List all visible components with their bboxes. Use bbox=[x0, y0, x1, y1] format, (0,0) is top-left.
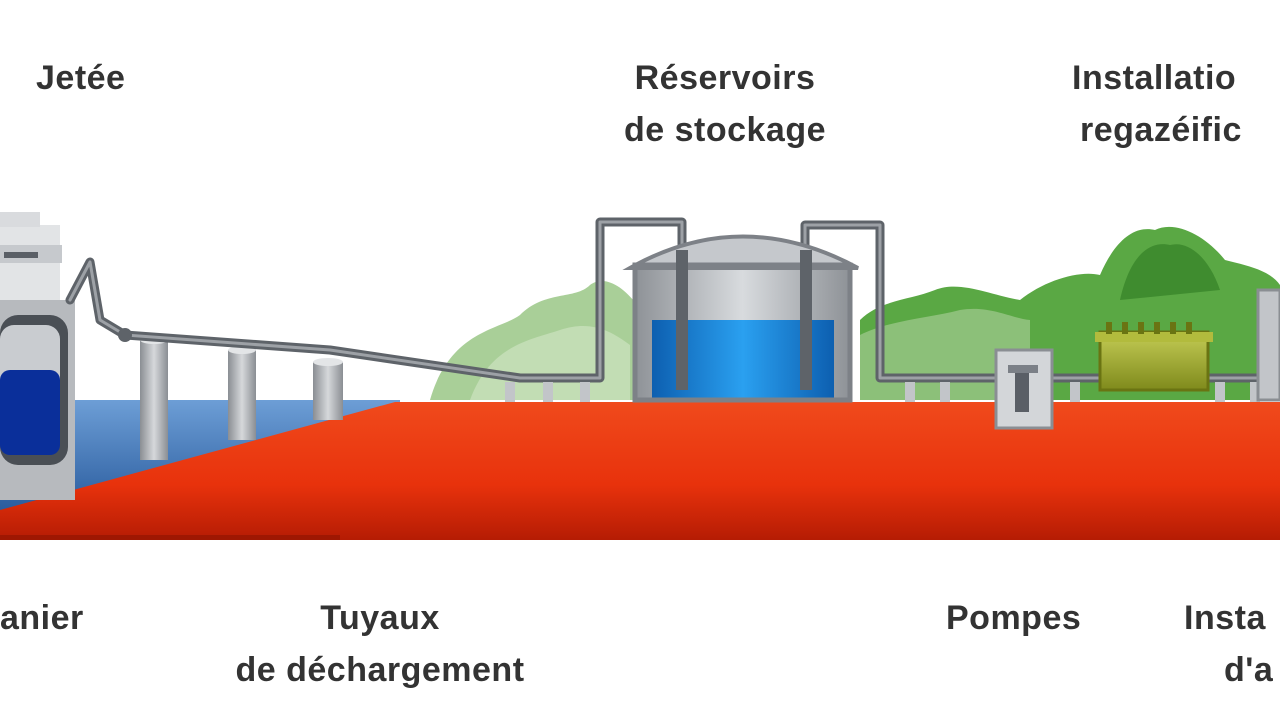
label-storage-tanks-line2: de stockage bbox=[623, 111, 827, 149]
label-tanker: anier bbox=[0, 599, 84, 637]
label-storage-tanks-line1: Réservoirs bbox=[634, 59, 816, 97]
label-regas-line1: Installatio bbox=[1072, 59, 1237, 97]
label-installation-bottom-line1: Insta bbox=[1184, 599, 1266, 637]
label-unloading-line2: de déchargement bbox=[235, 651, 525, 689]
pipe-supports bbox=[505, 382, 1260, 402]
storage-tank bbox=[622, 234, 859, 403]
label-jetty: Jetée bbox=[36, 59, 126, 97]
terminal-ground bbox=[0, 402, 1280, 540]
label-installation-bottom-line2: d'a bbox=[1224, 651, 1274, 689]
regasification-unit bbox=[1095, 288, 1280, 402]
label-unloading-pipes: Tuyaux de déchargement bbox=[196, 592, 564, 696]
label-installation-bottom: Insta d'a bbox=[1184, 592, 1280, 696]
label-storage-tanks: Réservoirs de stockage bbox=[598, 52, 852, 156]
label-regas-line2: regazéific bbox=[1080, 111, 1242, 149]
pump-unit bbox=[994, 348, 1054, 430]
lng-tanker-ship bbox=[0, 212, 75, 500]
label-pumps: Pompes bbox=[946, 599, 1082, 637]
label-regas-installation: Installatio regazéific bbox=[1072, 52, 1280, 156]
label-unloading-line1: Tuyaux bbox=[320, 599, 440, 637]
